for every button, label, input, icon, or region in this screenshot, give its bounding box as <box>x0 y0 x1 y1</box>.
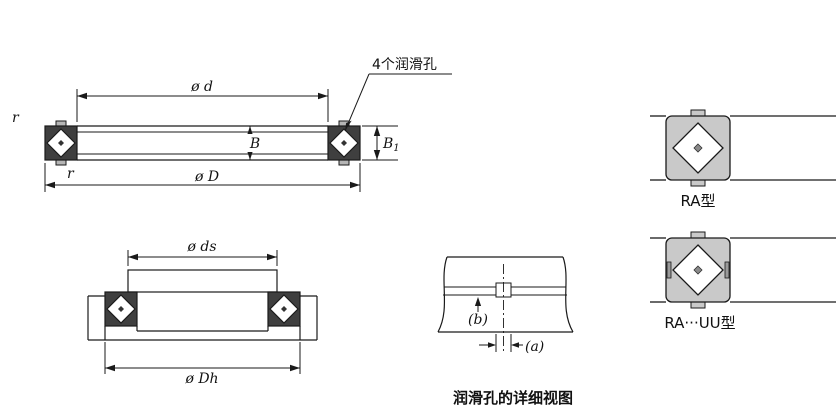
r-label-top: r <box>12 110 20 126</box>
seal-tab-icon <box>690 109 706 117</box>
dim-label-a: (a) <box>525 339 544 355</box>
dim-label-B: B <box>249 136 260 152</box>
lube-hole-detail-figure <box>437 256 574 354</box>
arrowhead-icon <box>511 342 519 348</box>
arrowhead-icon <box>488 342 496 348</box>
left-bearing-section <box>44 120 78 166</box>
roller-center-mark <box>118 306 124 312</box>
right-bearing-section <box>267 291 301 327</box>
arrowhead-icon <box>350 181 360 189</box>
clamp-plate <box>127 269 278 293</box>
roller-center-mark <box>693 143 703 153</box>
dim-label-B1-base: B <box>382 136 393 152</box>
dimension-ds <box>127 250 278 266</box>
roller-center-mark <box>693 265 703 275</box>
arrowhead-icon <box>290 364 300 372</box>
seal-tab-icon <box>690 301 706 309</box>
dimension-B <box>244 126 266 160</box>
ra-type-symbol <box>650 109 836 187</box>
roller-center-mark <box>281 306 287 312</box>
seal-tab-icon <box>55 120 67 127</box>
dimension-b <box>474 297 482 312</box>
r-label-bottom: r <box>67 166 75 182</box>
lube-holes-label: 4个润滑孔 <box>372 56 437 73</box>
dim-label-B1: B1 <box>382 136 400 154</box>
dim-label-D: ø D <box>194 169 219 185</box>
dim-label-B1-sub: 1 <box>393 143 399 154</box>
main-cross-section-figure <box>44 73 452 192</box>
roller-center-mark <box>341 140 347 146</box>
arrowhead-icon <box>246 150 254 160</box>
arrowhead-icon <box>345 120 352 131</box>
seal-tab-icon <box>338 159 350 166</box>
dimension-B1 <box>362 125 398 161</box>
seal-mark-right <box>724 261 730 279</box>
arrowhead-icon <box>246 126 254 136</box>
dim-label-d: ø d <box>190 79 213 95</box>
seal-tab-icon <box>690 231 706 239</box>
arrowhead-icon <box>267 253 277 261</box>
right-bearing-section <box>327 120 361 166</box>
seal-tab-icon <box>55 159 67 166</box>
lube-hole-leader <box>344 73 452 132</box>
arrowhead-icon <box>373 126 381 136</box>
ra-type-label: RA型 <box>680 192 715 210</box>
arrowhead-icon <box>128 253 138 261</box>
arrowhead-icon <box>77 92 87 100</box>
arrowhead-icon <box>474 297 482 306</box>
housing-outline <box>87 295 318 341</box>
dim-label-ds: ø ds <box>186 239 216 255</box>
dim-label-Dh: ø Dh <box>184 371 218 387</box>
detail-view-caption: 润滑孔的详细视图 <box>453 389 573 407</box>
mounting-cross-section-figure <box>87 250 318 374</box>
arrowhead-icon <box>373 150 381 160</box>
dimension-Dh <box>104 342 301 374</box>
roller-center-mark <box>58 140 64 146</box>
dimension-D <box>44 163 361 192</box>
arrowhead-icon <box>105 364 115 372</box>
arrowhead-icon <box>45 181 55 189</box>
dimension-a <box>479 334 523 352</box>
left-bearing-section <box>104 291 138 327</box>
ra-uu-type-label: RA···UU型 <box>664 314 735 332</box>
ra-uu-type-symbol <box>650 231 836 309</box>
break-line <box>437 256 448 333</box>
dimension-d <box>76 89 329 122</box>
arrowhead-icon <box>318 92 328 100</box>
dim-label-b: (b) <box>468 312 488 328</box>
seal-mark-left <box>666 261 672 279</box>
seal-tab-icon <box>690 179 706 187</box>
break-line <box>562 256 574 333</box>
